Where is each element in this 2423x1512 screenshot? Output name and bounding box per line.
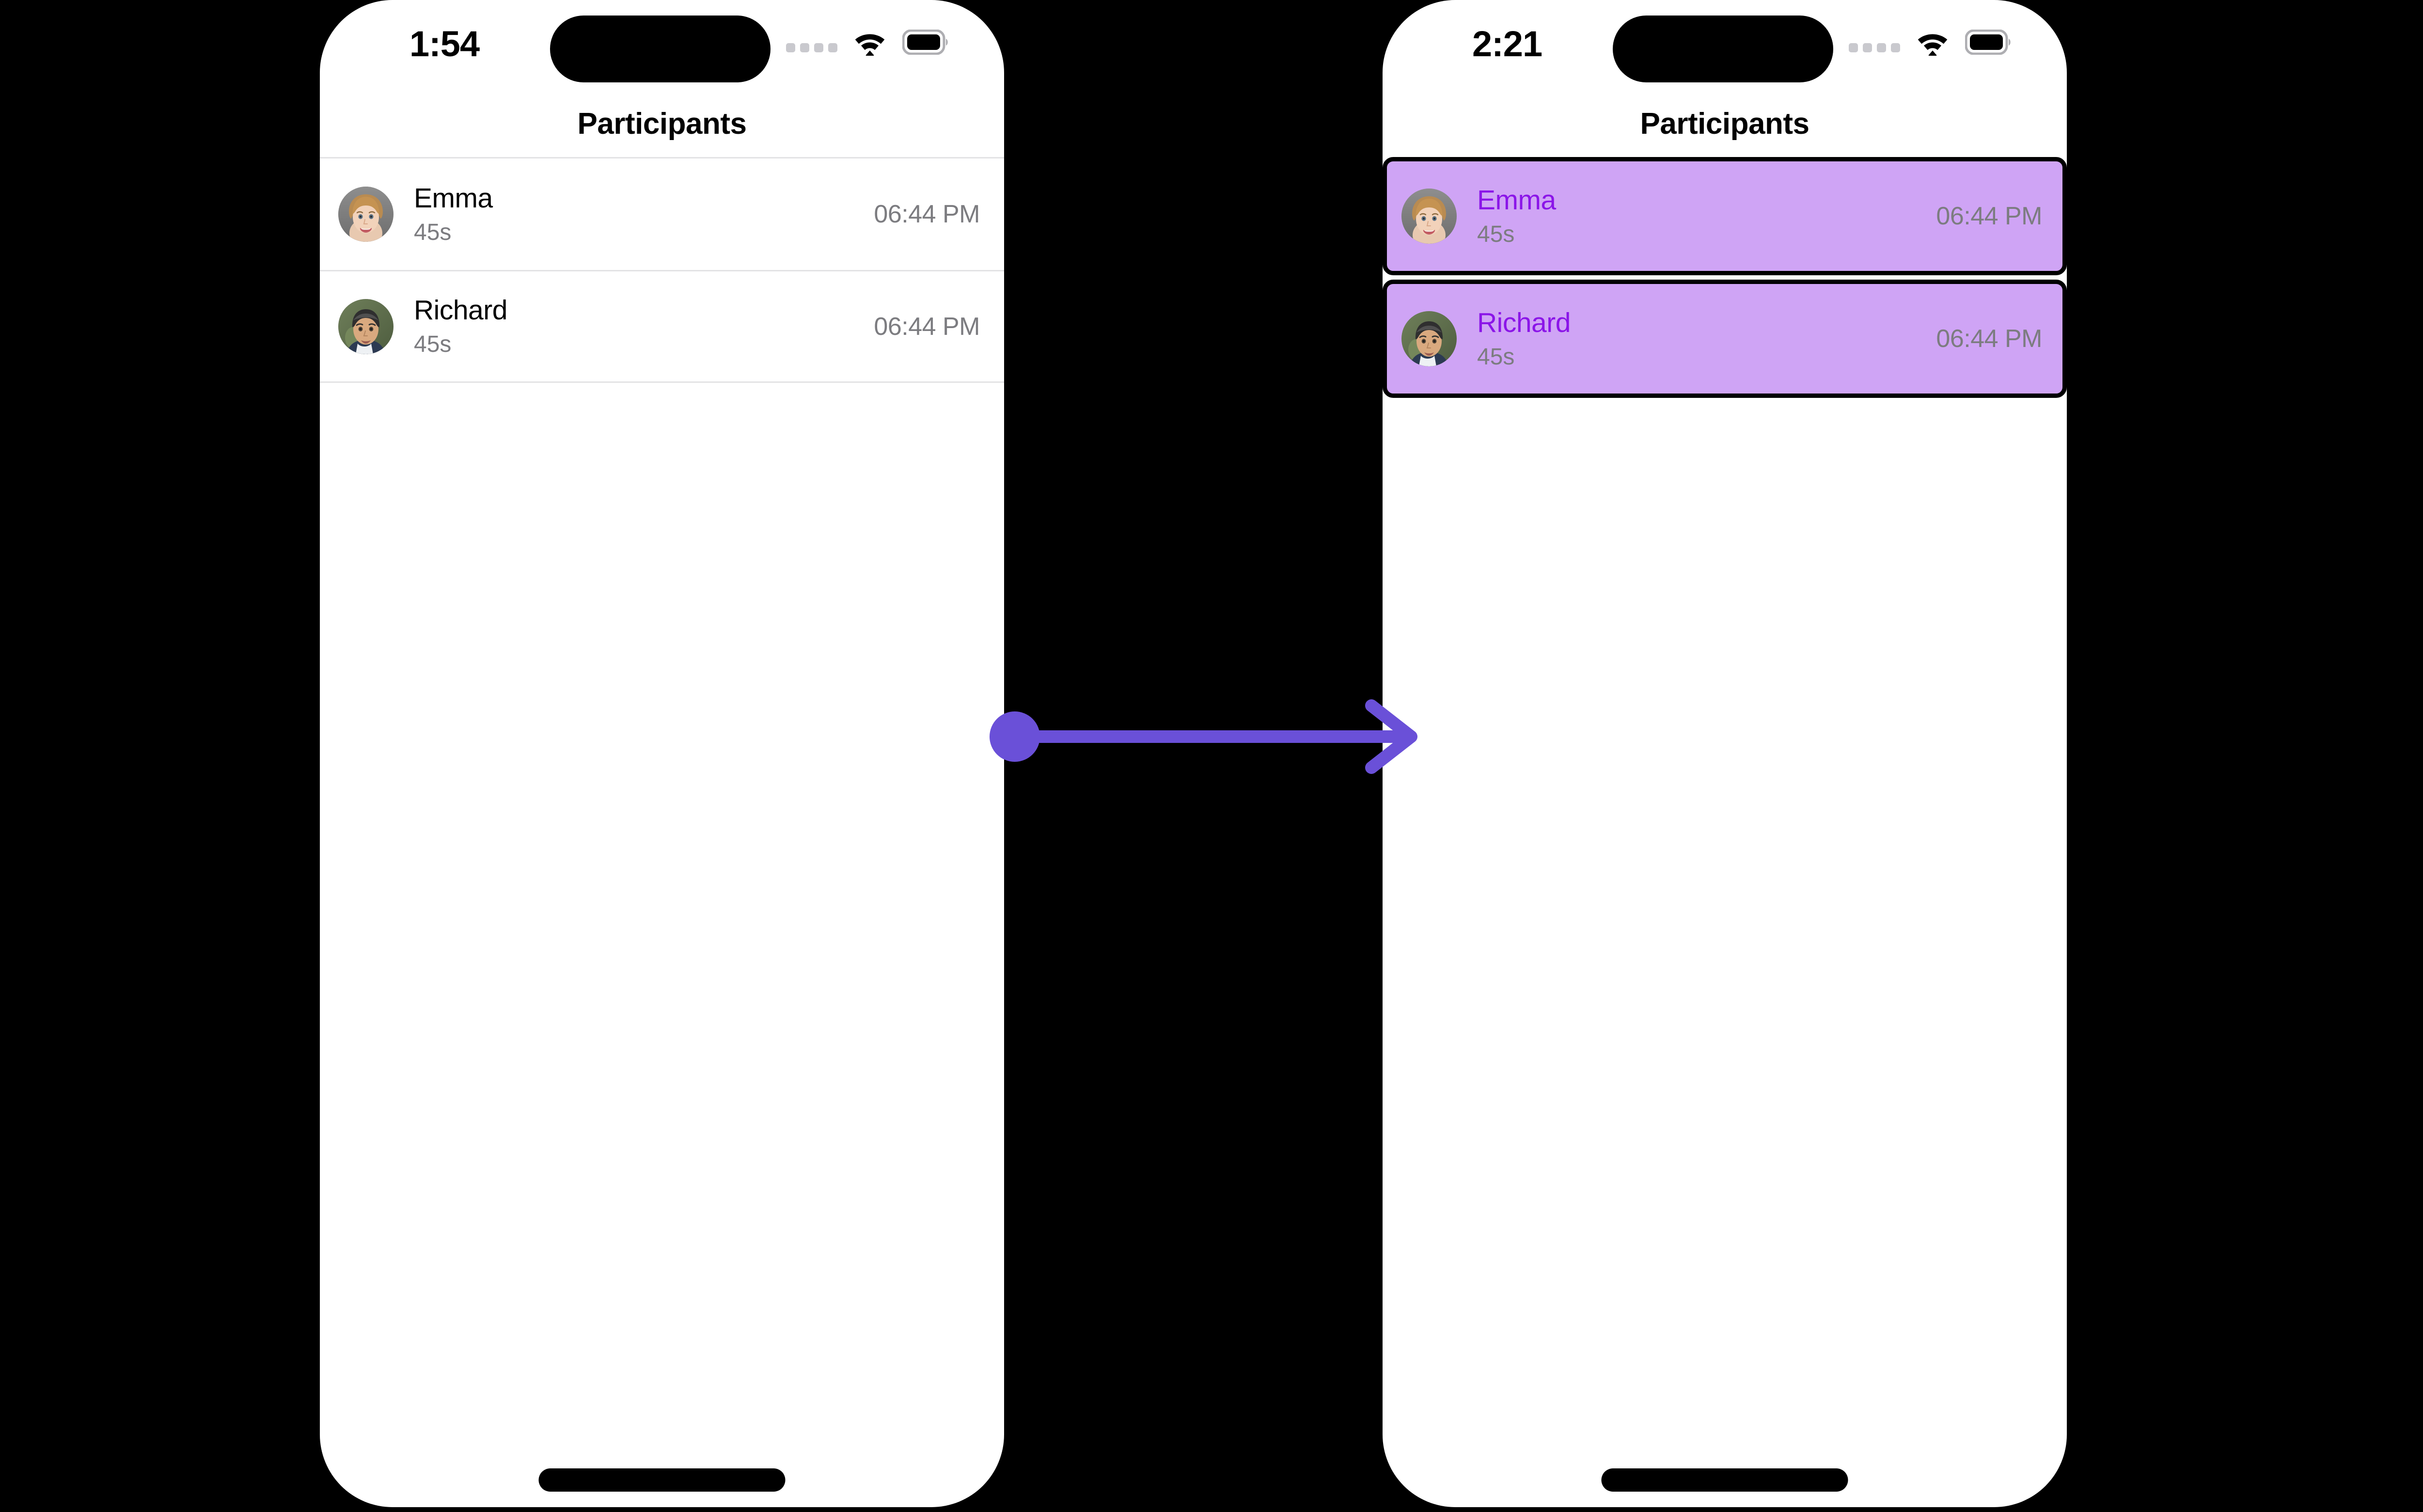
dynamic-island [550, 16, 771, 82]
dynamic-island [1613, 16, 1833, 82]
battery-full-icon [902, 30, 950, 55]
participant-time: 06:44 PM [874, 312, 980, 341]
participant-duration: 45s [1477, 221, 1515, 247]
home-indicator[interactable] [538, 1468, 786, 1492]
cellular-dots-icon [1849, 43, 1900, 52]
table-row[interactable]: Emma 45s 06:44 PM [320, 157, 1004, 270]
table-row[interactable]: Richard 45s 06:44 PM [320, 270, 1004, 383]
status-bar-before: 1:54 [320, 0, 1004, 102]
avatar-emma [1401, 189, 1457, 244]
participant-duration: 45s [414, 219, 452, 245]
participant-name: Emma [1477, 184, 1556, 216]
page-title: Participants [577, 107, 747, 141]
transition-arrow [989, 694, 1425, 779]
battery-full-icon [1965, 30, 2013, 55]
status-bar-time: 1:54 [409, 24, 480, 64]
wifi-icon [1915, 29, 1951, 56]
table-row[interactable]: Emma 45s 06:44 PM [1383, 157, 2067, 275]
status-bar-indicators [786, 25, 950, 59]
table-row[interactable]: Richard 45s 06:44 PM [1383, 280, 2067, 398]
row-text-block: Emma 45s [414, 182, 874, 245]
avatar-richard [338, 299, 393, 354]
status-bar-indicators [1849, 25, 2013, 59]
status-bar-after: 2:21 [1383, 0, 2067, 102]
page-title: Participants [1640, 107, 1809, 141]
participant-duration: 45s [1477, 344, 1515, 370]
cellular-dots-icon [786, 43, 837, 52]
participant-time: 06:44 PM [1936, 202, 2042, 230]
phone-screen-before: 1:54 [320, 0, 1004, 1507]
participant-time: 06:44 PM [874, 200, 980, 228]
participant-list-after: Emma 45s 06:44 PM [1383, 157, 2067, 398]
row-text-block: Emma 45s [1477, 184, 1936, 247]
home-indicator[interactable] [1601, 1468, 1848, 1492]
participant-name: Emma [414, 182, 493, 214]
avatar-richard [1401, 311, 1457, 366]
avatar-emma [338, 187, 393, 242]
participant-name: Richard [414, 295, 507, 326]
row-text-block: Richard 45s [1477, 309, 1936, 369]
participant-list-before: Emma 45s 06:44 PM [320, 157, 1004, 383]
wifi-icon [852, 29, 888, 56]
participant-duration: 45s [414, 331, 452, 357]
status-bar-time: 2:21 [1472, 24, 1542, 64]
participant-time: 06:44 PM [1936, 325, 2042, 353]
row-text-block: Richard 45s [414, 297, 874, 356]
participant-name: Richard [1477, 307, 1571, 338]
phone-screen-after: 2:21 [1383, 0, 2067, 1507]
